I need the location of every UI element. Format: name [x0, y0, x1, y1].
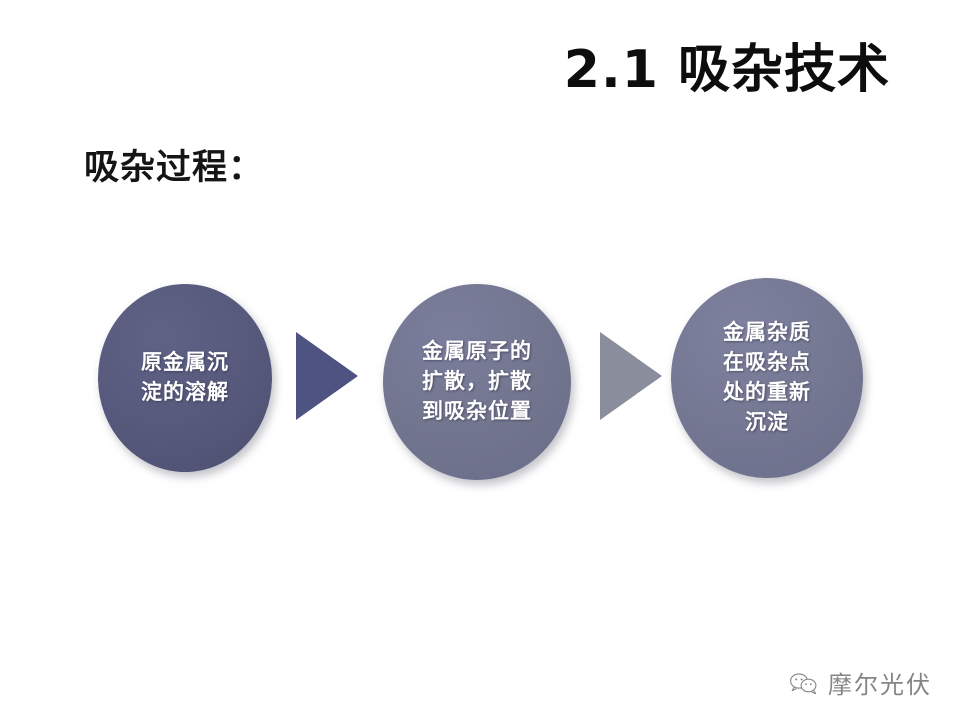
process-step-1: 原金属沉 淀的溶解 — [98, 284, 272, 472]
triangle-right-icon-2 — [600, 332, 662, 420]
wechat-icon — [790, 672, 817, 694]
process-step-2-label: 金属原子的 扩散，扩散 到吸杂位置 — [422, 339, 532, 423]
process-step-2: 金属原子的 扩散，扩散 到吸杂位置 — [383, 284, 571, 480]
process-step-1-label: 原金属沉 淀的溶解 — [141, 350, 229, 404]
section-subtitle: 吸杂过程： — [84, 148, 265, 188]
triangle-right-icon-1 — [296, 332, 358, 420]
process-step-3-label: 金属杂质 在吸杂点 处的重新 沉淀 — [723, 320, 811, 434]
process-step-3: 金属杂质 在吸杂点 处的重新 沉淀 — [671, 278, 863, 478]
page-title: 2.1 吸杂技术 — [563, 40, 890, 100]
watermark-label: 摩尔光伏 — [828, 671, 932, 699]
watermark: 摩尔光伏 — [789, 665, 932, 700]
process-flow-diagram: 原金属沉 淀的溶解 金属原子的 扩散，扩散 到吸杂位置 金属杂质 在吸杂点 处的… — [0, 270, 960, 490]
